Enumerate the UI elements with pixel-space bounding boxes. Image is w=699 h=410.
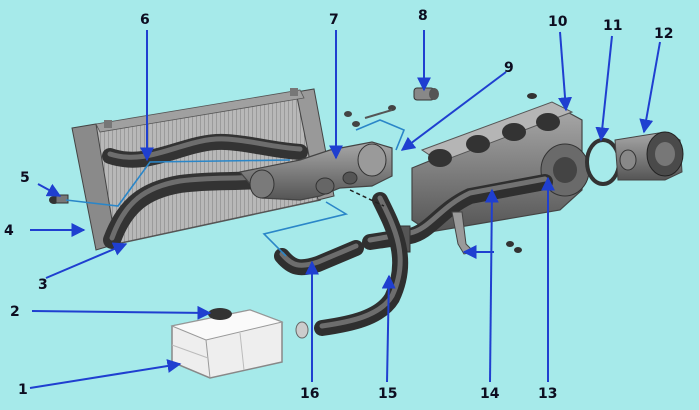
label-5: 5 xyxy=(20,170,30,186)
label-12: 12 xyxy=(654,26,673,42)
label-3: 3 xyxy=(38,277,48,293)
label-2: 2 xyxy=(10,304,20,320)
label-14: 14 xyxy=(480,386,500,402)
label-7: 7 xyxy=(329,12,339,28)
label-11: 11 xyxy=(603,18,622,34)
label-13: 13 xyxy=(538,386,557,402)
label-10: 10 xyxy=(548,14,568,30)
dashed-hose-line xyxy=(349,189,385,207)
label-8: 8 xyxy=(418,8,428,24)
label-6: 6 xyxy=(140,12,150,28)
callout-arrows xyxy=(29,30,661,389)
expansion-tank xyxy=(170,308,284,379)
label-4: 4 xyxy=(4,223,14,239)
routing-lines xyxy=(65,119,406,257)
label-16: 16 xyxy=(300,386,319,402)
thermostat-housing xyxy=(238,141,393,201)
label-1: 1 xyxy=(18,382,28,398)
pump-gasket xyxy=(585,138,621,186)
callout-labels: 1 2 3 4 5 6 7 8 9 10 11 12 13 14 15 16 xyxy=(4,8,673,402)
water-pump xyxy=(614,131,684,181)
label-15: 15 xyxy=(378,386,397,402)
label-9: 9 xyxy=(504,60,514,76)
